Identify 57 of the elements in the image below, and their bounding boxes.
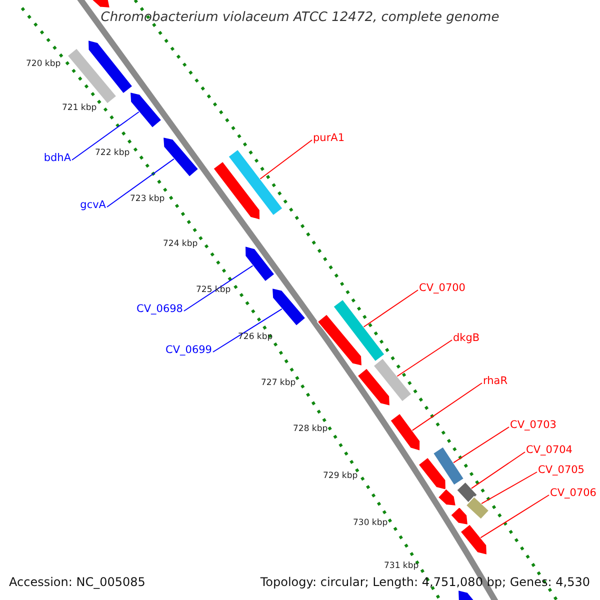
gene-label: CV_0706 bbox=[550, 488, 596, 498]
leader-line bbox=[412, 382, 482, 431]
gene-label: purA1 bbox=[313, 133, 344, 144]
gene-label: CV_0705 bbox=[538, 465, 584, 476]
leader-line bbox=[480, 494, 550, 538]
gene-feature bbox=[87, 39, 134, 94]
gene-block bbox=[332, 298, 386, 362]
tick-label: 721 kbp bbox=[62, 104, 97, 112]
tick-label: 726 kbp bbox=[238, 333, 273, 342]
leader-line bbox=[212, 308, 282, 352]
gene-block bbox=[456, 481, 478, 504]
gene-feature bbox=[450, 506, 469, 526]
gene-block bbox=[465, 496, 490, 520]
tick-label: 723 kbp bbox=[130, 195, 165, 204]
tick-label: 729 kbp bbox=[323, 472, 358, 480]
gene-block bbox=[66, 48, 118, 104]
tick-label: 730 kbp bbox=[353, 519, 388, 528]
gene-label: CV_0699 bbox=[166, 345, 212, 356]
gene-feature bbox=[390, 412, 421, 452]
gene-feature bbox=[316, 314, 363, 367]
leader-line bbox=[470, 452, 526, 489]
tick-label: 724 kbp bbox=[163, 240, 198, 248]
leader-line bbox=[481, 472, 538, 504]
gene-feature bbox=[212, 160, 260, 221]
leader-line bbox=[72, 111, 140, 160]
gene-block bbox=[372, 358, 412, 402]
tick-label: 727 kbp bbox=[261, 379, 296, 388]
tick-label: 731 kbp bbox=[384, 562, 419, 570]
gene-label: CV_0698 bbox=[136, 304, 183, 314]
gene-feature bbox=[460, 524, 488, 556]
gene-label: dkgB bbox=[453, 333, 480, 344]
tick-label: 728 kbp bbox=[293, 425, 328, 434]
leader-line bbox=[260, 140, 312, 180]
gene-feature bbox=[129, 91, 162, 129]
accession-note: Accession: NC_005085 bbox=[9, 576, 146, 588]
gene-label: CV_0703 bbox=[510, 420, 556, 430]
gene-feature bbox=[356, 368, 391, 407]
leader-line bbox=[184, 265, 254, 312]
tick-label: 722 kbp bbox=[95, 149, 130, 158]
gene-feature bbox=[271, 287, 306, 327]
tick-label: 725 kbp bbox=[196, 286, 231, 294]
gene-feature bbox=[418, 456, 447, 491]
gene-label: bdhA bbox=[44, 153, 71, 164]
leader-line bbox=[453, 426, 510, 464]
title: Chromobacterium violaceum ATCC 12472, complete genome bbox=[100, 11, 500, 24]
gene-label: gcvA bbox=[80, 200, 106, 210]
gene-block bbox=[228, 148, 284, 216]
genome-summary-note: Topology: circular; Length: 4,751,080 bp; Genes: 4,530 bbox=[260, 576, 590, 588]
gene-feature bbox=[162, 136, 200, 178]
leader-line bbox=[396, 340, 452, 377]
leader-line bbox=[106, 158, 174, 208]
gene-label: rhaR bbox=[483, 376, 508, 386]
gene-block bbox=[432, 446, 465, 486]
gene-feature bbox=[244, 245, 276, 282]
gene-label: CV_0700 bbox=[419, 283, 466, 294]
gene-label: CV_0704 bbox=[526, 445, 572, 456]
leader-line bbox=[363, 290, 418, 328]
